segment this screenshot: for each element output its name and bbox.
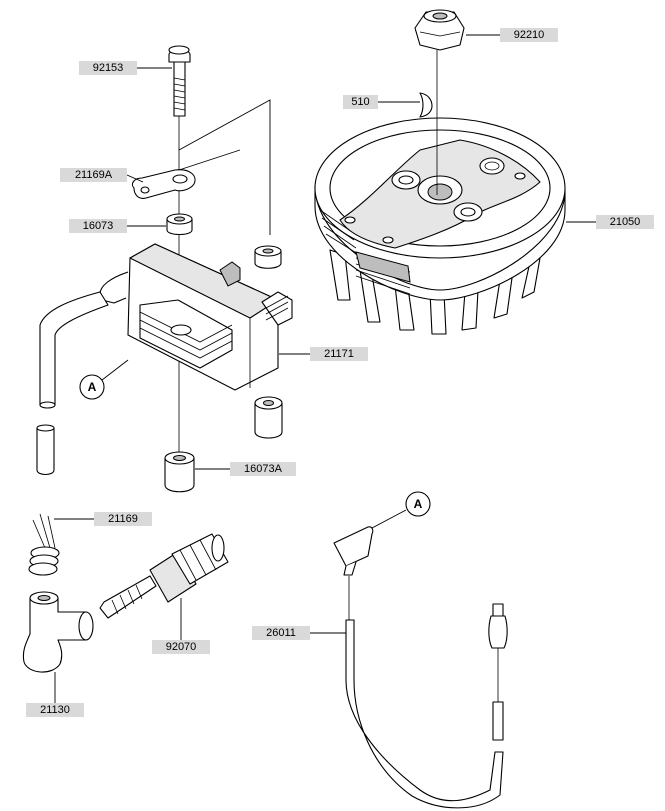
plate-21169A [131, 169, 196, 199]
callout-a-coil-text: A [88, 380, 97, 394]
spring-21169 [28, 513, 60, 576]
label-16073-text: 16073 [83, 220, 114, 232]
label-92153-text: 92153 [93, 62, 124, 74]
label-21050-text: 21050 [610, 216, 641, 228]
bolt-92153 [168, 45, 191, 117]
spacer-coil [254, 396, 283, 439]
label-510-text: 510 [351, 96, 369, 108]
spacer-16073A [164, 451, 195, 493]
callout-a-cable-text: A [414, 497, 423, 511]
key-510 [419, 92, 433, 118]
label-21169A: 21169A [60, 168, 144, 183]
nut-92210 [414, 9, 465, 51]
label-21169: 21169 [54, 512, 152, 526]
label-92070-text: 92070 [166, 641, 197, 653]
label-16073A: 16073A [195, 462, 296, 476]
label-16073: 16073 [69, 219, 166, 233]
label-26011-text: 26011 [266, 627, 296, 639]
ht-cable-26011 [333, 526, 508, 809]
callout-a-coil: A [79, 359, 129, 400]
plug-cap-21130 [22, 591, 94, 673]
label-21169-text: 21169 [108, 513, 138, 525]
label-21171: 21171 [279, 347, 368, 361]
label-21169A-text: 21169A [75, 169, 113, 181]
label-92153: 92153 [79, 61, 172, 75]
label-21050: 21050 [566, 215, 654, 229]
ignition-coil-21171 [39, 243, 293, 409]
label-21171-text: 21171 [324, 348, 354, 360]
washer-16073 [166, 213, 193, 236]
label-21130-text: 21130 [40, 704, 70, 716]
spark-plug-92070 [99, 533, 229, 619]
label-92070: 92070 [152, 598, 210, 654]
tube-piece [36, 424, 55, 476]
label-92210: 92210 [466, 28, 558, 42]
label-16073A-text: 16073A [244, 463, 283, 475]
washer-right [254, 245, 282, 269]
label-92210-text: 92210 [514, 29, 545, 41]
label-26011: 26011 [252, 626, 346, 640]
label-510: 510 [343, 95, 420, 109]
label-21130: 21130 [26, 672, 84, 717]
callout-a-cable: A [371, 491, 431, 529]
flywheel-21050 [314, 117, 566, 335]
